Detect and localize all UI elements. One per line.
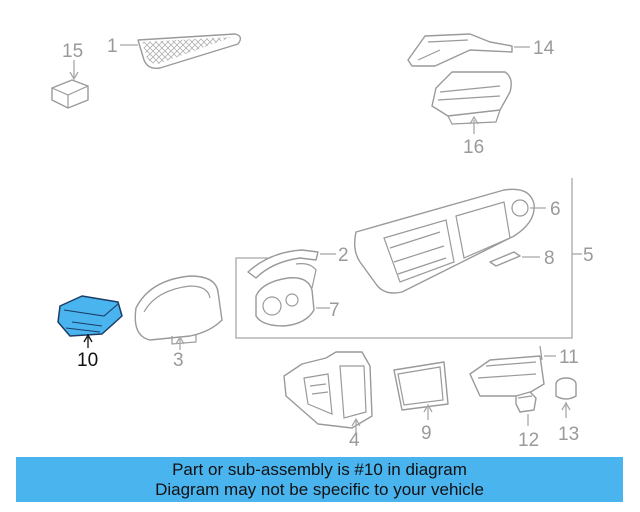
callout-12[interactable]: 12 — [518, 430, 539, 451]
callout-6[interactable]: 6 — [550, 199, 561, 220]
part-2[interactable] — [247, 249, 336, 279]
part-4[interactable] — [283, 351, 373, 434]
part-1[interactable] — [120, 33, 242, 70]
callout-10[interactable]: 10 — [77, 350, 98, 371]
part-14[interactable] — [407, 33, 530, 67]
part-13[interactable] — [555, 377, 577, 418]
part-7[interactable] — [255, 263, 330, 327]
part-8[interactable] — [489, 251, 540, 267]
callout-8[interactable]: 8 — [544, 248, 555, 269]
part-3[interactable] — [134, 275, 223, 350]
callout-15[interactable]: 15 — [62, 41, 83, 62]
dash-panel[interactable] — [353, 188, 535, 294]
part-12[interactable] — [515, 391, 537, 426]
callout-2[interactable]: 2 — [338, 245, 349, 266]
part-11[interactable] — [469, 345, 556, 397]
banner-line-2: Diagram may not be specific to your vehi… — [155, 480, 484, 499]
callout-11[interactable]: 11 — [559, 347, 579, 368]
info-banner: Part or sub-assembly is #10 in diagram D… — [16, 457, 623, 502]
callout-16[interactable]: 16 — [463, 137, 484, 158]
part-15[interactable] — [51, 60, 89, 109]
callout-13[interactable]: 13 — [558, 424, 579, 445]
part-16[interactable] — [431, 71, 512, 134]
callout-3[interactable]: 3 — [173, 350, 184, 371]
callout-14[interactable]: 14 — [533, 38, 555, 59]
group-bracket-5 — [235, 178, 573, 339]
part-10[interactable] — [57, 295, 123, 348]
callout-5[interactable]: 5 — [583, 245, 594, 266]
callout-4[interactable]: 4 — [349, 430, 360, 451]
part-9[interactable] — [393, 361, 449, 420]
callout-1[interactable]: 1 — [107, 36, 118, 57]
banner-line-1: Part or sub-assembly is #10 in diagram — [172, 460, 467, 479]
callout-7[interactable]: 7 — [329, 300, 340, 321]
callout-9[interactable]: 9 — [421, 423, 432, 444]
